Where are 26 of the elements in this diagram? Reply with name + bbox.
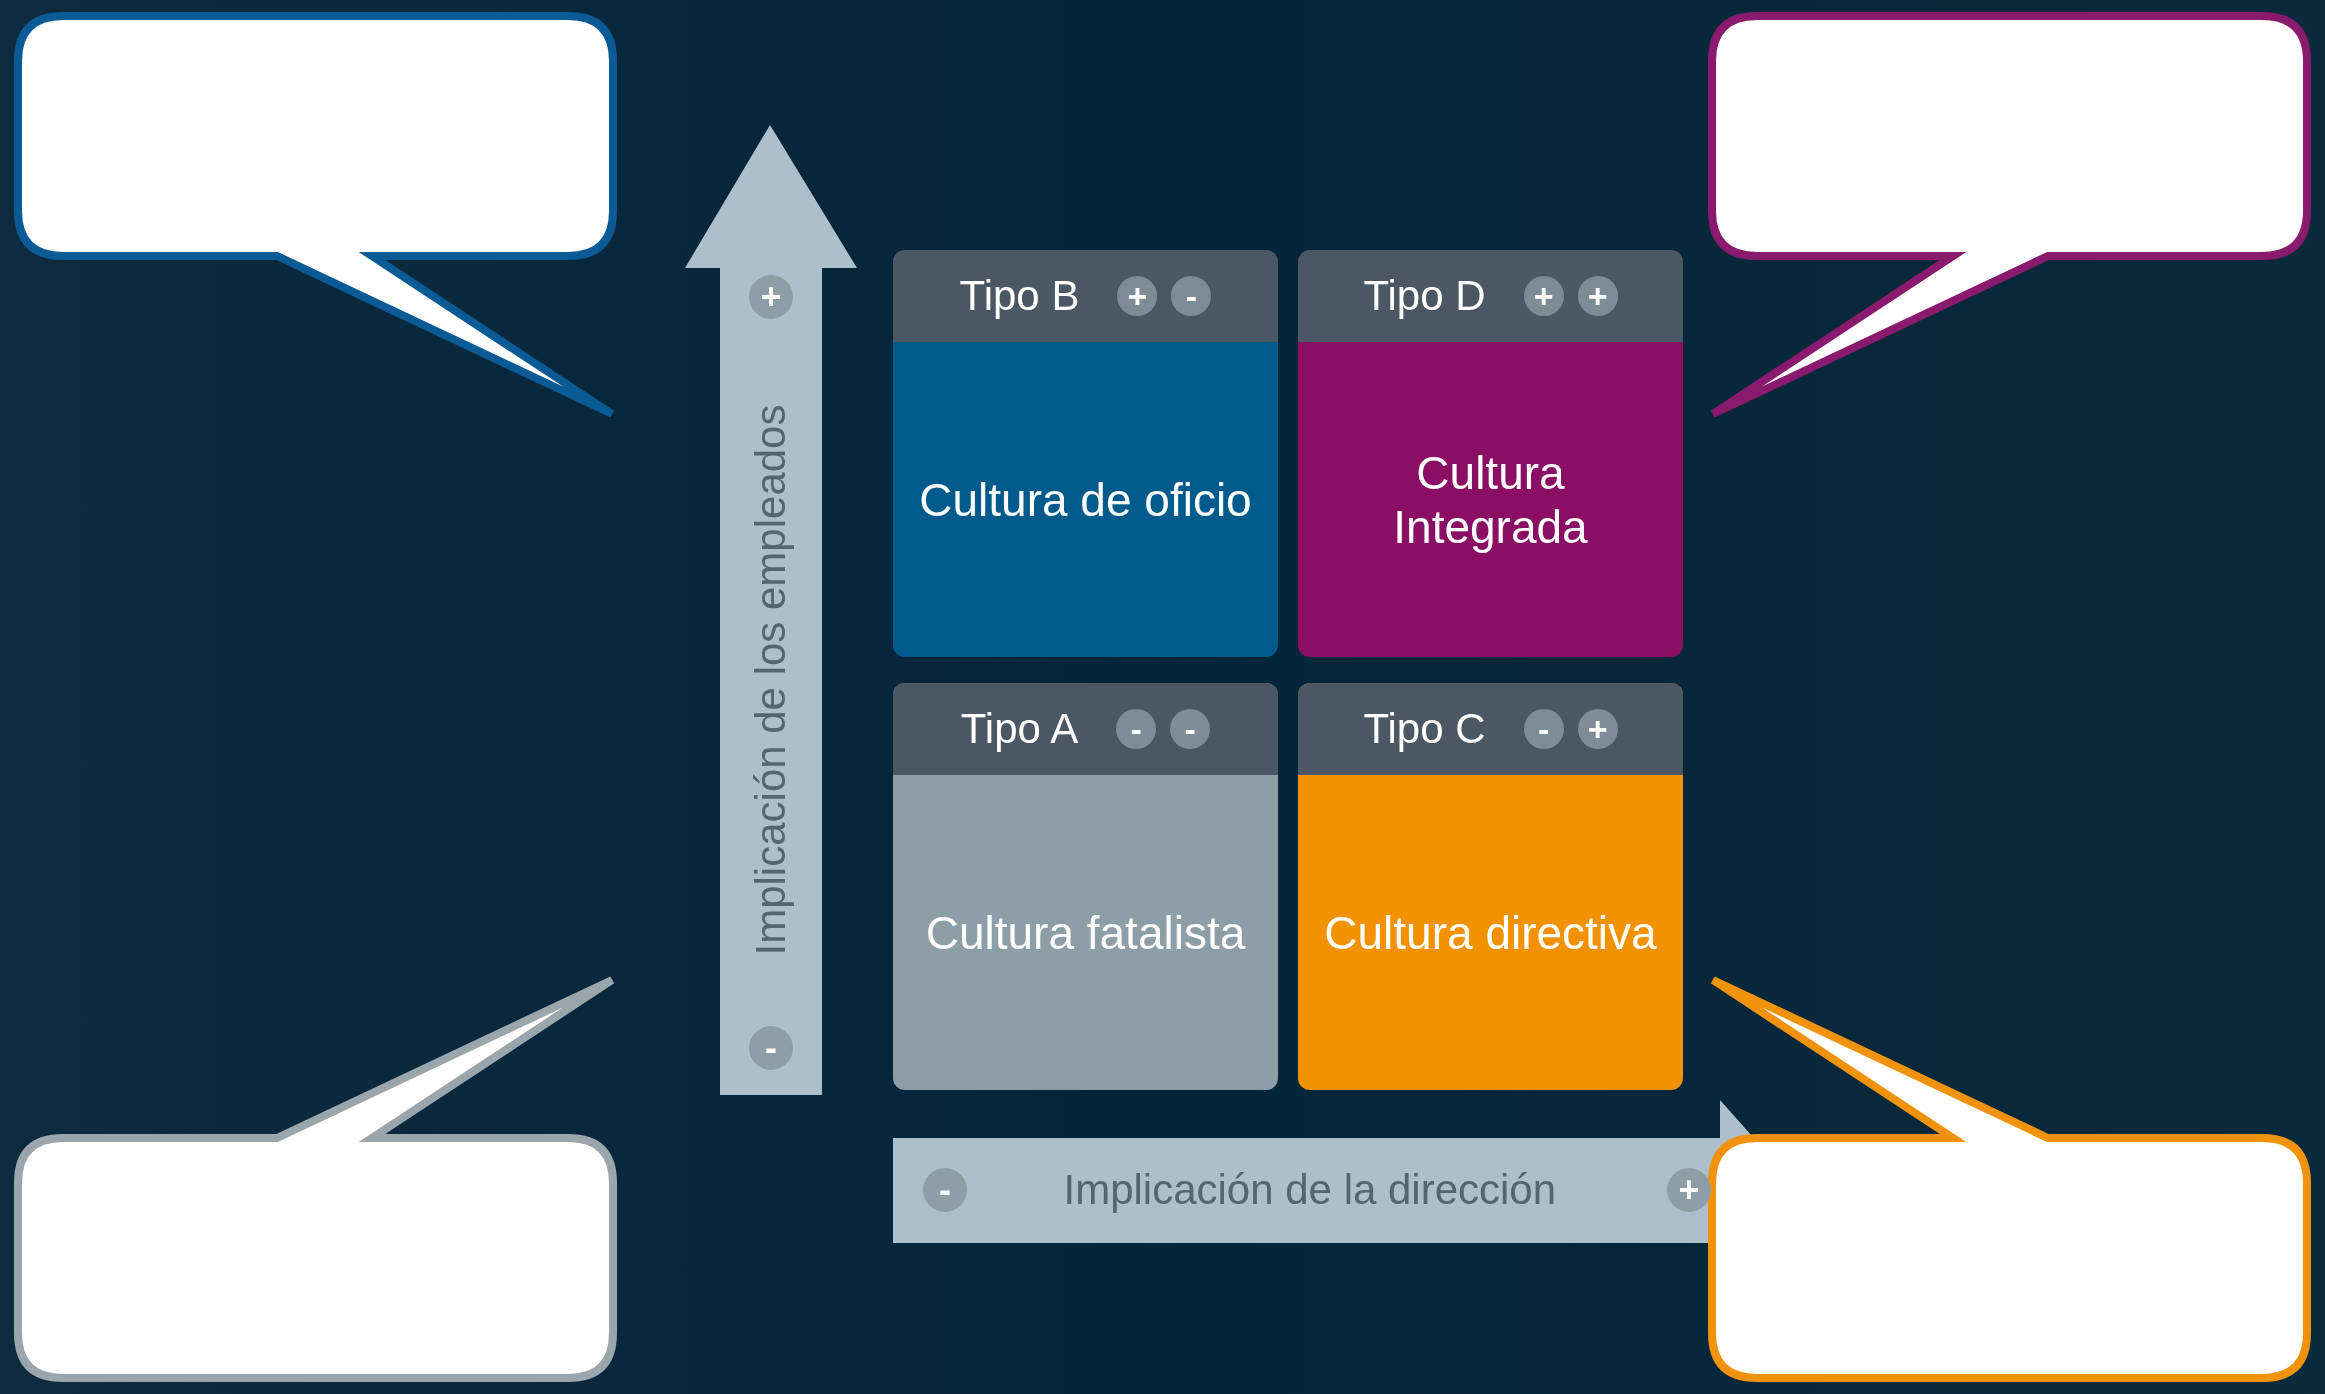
speech-bubble <box>14 12 617 418</box>
axis-label: Implicación de los empleados <box>747 404 795 956</box>
type-heading: Tipo C <box>1363 705 1486 753</box>
sign-badge: + <box>1577 709 1618 749</box>
quadrant-card <box>1298 683 1683 1090</box>
culture-label: Cultura de oficio <box>918 472 1253 528</box>
sign-badge: + <box>1523 276 1564 316</box>
sign-badge: - <box>1523 709 1564 749</box>
sign-badge: + <box>1577 276 1618 316</box>
speech-bubble <box>1708 976 2311 1382</box>
sign-badge: + <box>1117 276 1158 316</box>
quadrant-card <box>893 250 1278 657</box>
quadrant-card <box>893 683 1278 1090</box>
type-heading: Tipo D <box>1363 272 1486 320</box>
culture-label: Cultura Integrada <box>1392 445 1589 555</box>
sign-badge: - <box>1116 709 1157 749</box>
speech-bubble <box>1708 12 2311 418</box>
culture-label: Cultura fatalista <box>924 905 1247 961</box>
quadrant-card <box>1298 250 1683 657</box>
type-heading: Tipo A <box>960 705 1079 753</box>
sign-badge: - <box>1170 709 1211 749</box>
sign-badge: - <box>1171 276 1212 316</box>
axis-label: Implicación de la dirección <box>1063 1166 1557 1214</box>
type-heading: Tipo B <box>959 272 1080 320</box>
culture-label: Cultura directiva <box>1323 905 1658 961</box>
speech-bubble <box>14 976 617 1382</box>
